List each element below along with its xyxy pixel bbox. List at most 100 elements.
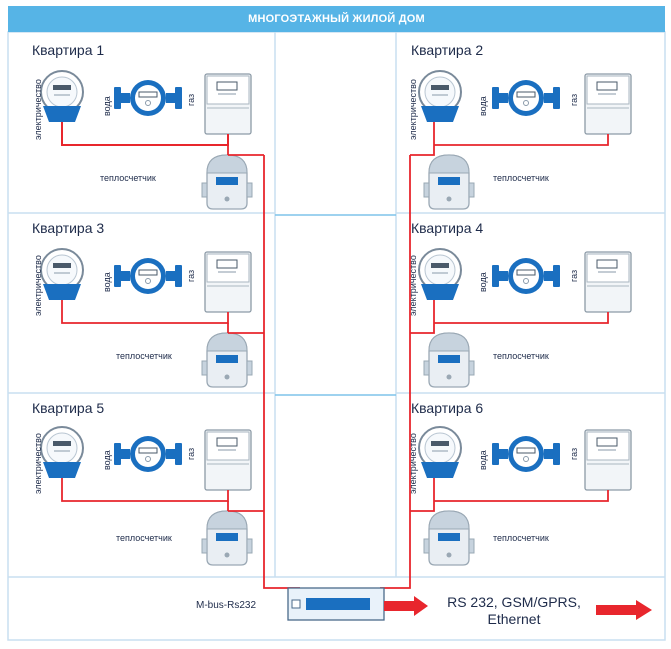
heat-meter-cap: [428, 332, 470, 352]
heat-meter-pipe: [423, 360, 430, 376]
apt-wire-left: [61, 122, 229, 146]
water-meter-pipe: [498, 271, 508, 281]
electricity-meter-counter: [431, 441, 449, 446]
heat-meter-button: [224, 552, 230, 558]
electricity-meter-counter: [53, 441, 71, 446]
heat-meter-button: [224, 374, 230, 380]
water-meter-icon: [492, 265, 499, 287]
water-meter-counter: [138, 269, 158, 276]
apt-wire: [61, 122, 229, 146]
gas-meter-counter: [216, 437, 238, 447]
apt4-electricity-label: электричество: [408, 255, 418, 316]
water-meter-pipe: [544, 93, 554, 103]
water-meter-pipe: [120, 93, 130, 103]
heat-meter-display: [216, 355, 238, 363]
water-meter-icon: [492, 87, 499, 109]
water-meter-counter: [516, 447, 536, 454]
heat-meter-display: [216, 533, 238, 541]
water-meter-dial: [523, 456, 529, 462]
water-meter-face: [513, 441, 539, 467]
heat-meter-display: [438, 177, 460, 185]
electricity-meter-dial: [46, 432, 78, 464]
apt2-heat-label: теплосчетчик: [493, 173, 549, 183]
water-meter-dial: [523, 278, 529, 284]
apartment-6-title: Квартира 6: [411, 400, 484, 416]
heat-meter-pipe: [468, 538, 475, 554]
water-meter-pipe: [498, 93, 508, 103]
heat-meter-pipe: [468, 360, 475, 376]
apt3-heat-label: теплосчетчик: [116, 351, 172, 361]
heat-meter-cap: [206, 154, 248, 174]
apartment-2-title: Квартира 2: [411, 42, 484, 58]
electricity-meter-base: [43, 106, 81, 122]
apt3-gas-label: газ: [186, 269, 196, 282]
apt5-heat-label: теплосчетчик: [116, 533, 172, 543]
water-meter-dial: [145, 278, 151, 284]
arrow-icon: [384, 596, 428, 616]
water-meter-dial: [523, 100, 529, 106]
water-meter-dial: [145, 100, 151, 106]
apt-wire-right: [410, 323, 435, 334]
heat-meter-display: [216, 177, 238, 185]
water-meter-icon: [492, 443, 499, 465]
apt1-water-label: вода: [102, 96, 112, 116]
water-meter-flange: [553, 443, 560, 465]
apt5-gas-label: газ: [186, 447, 196, 460]
water-meter-face: [135, 263, 161, 289]
apt3-water-label: вода: [102, 272, 112, 292]
output-protocols-line2: Ethernet: [487, 611, 541, 627]
water-meter-flange: [553, 87, 560, 109]
heat-meter-button: [446, 552, 452, 558]
converter-label: M-bus-Rs232: [196, 600, 257, 611]
water-meter-flange: [175, 443, 182, 465]
water-meter-icon: [114, 87, 121, 109]
water-meter-face: [513, 85, 539, 111]
heat-meter-cap: [428, 510, 470, 530]
electricity-meter-base: [43, 284, 81, 300]
water-meter-face: [135, 441, 161, 467]
water-meter-pipe: [166, 93, 176, 103]
output-protocols: RS 232, GSM/GPRS, Ethernet: [434, 594, 594, 628]
water-meter-counter: [138, 91, 158, 98]
water-meter-flange: [175, 87, 182, 109]
water-meter-face: [135, 85, 161, 111]
water-meter-counter: [516, 269, 536, 276]
water-meter-dial: [145, 456, 151, 462]
heat-meter-display: [438, 355, 460, 363]
apt2-electricity-label: электричество: [408, 79, 418, 140]
water-meter-icon: [114, 443, 121, 465]
gas-meter-counter: [596, 259, 618, 269]
heat-meter-cap: [428, 154, 470, 174]
water-meter-pipe: [544, 271, 554, 281]
apt4-gas-label: газ: [569, 269, 579, 282]
apt-wire-right: [434, 490, 609, 502]
gas-meter-counter: [216, 259, 238, 269]
apartment-1-title: Квартира 1: [32, 42, 105, 58]
heat-meter-pipe: [468, 182, 475, 198]
water-meter-face: [513, 263, 539, 289]
building-frame: [7, 31, 666, 641]
heat-meter-pipe: [201, 538, 208, 554]
water-meter-counter: [138, 447, 158, 454]
apt2-water-label: вода: [478, 96, 488, 116]
heat-meter-button: [446, 374, 452, 380]
gas-meter-panel: [206, 431, 250, 461]
heat-meter-button: [224, 196, 230, 202]
electricity-meter-dial: [46, 76, 78, 108]
apt3-electricity-label: электричество: [33, 255, 43, 316]
water-meter-counter: [516, 91, 536, 98]
converter-display: [306, 598, 370, 610]
apt-wire-right: [434, 312, 609, 324]
water-meter-flange: [553, 265, 560, 287]
heat-meter-cap: [206, 332, 248, 352]
apt-wire-right: [434, 134, 609, 146]
water-meter-pipe: [166, 271, 176, 281]
apt6-electricity-label: электричество: [408, 433, 418, 494]
apt4-water-label: вода: [478, 272, 488, 292]
apt1-heat-label: теплосчетчик: [100, 173, 156, 183]
apt-wire-right: [410, 145, 435, 156]
output-protocols-line1: RS 232, GSM/GPRS,: [447, 594, 581, 610]
electricity-meter-counter: [431, 85, 449, 90]
heat-meter-pipe: [423, 182, 430, 198]
